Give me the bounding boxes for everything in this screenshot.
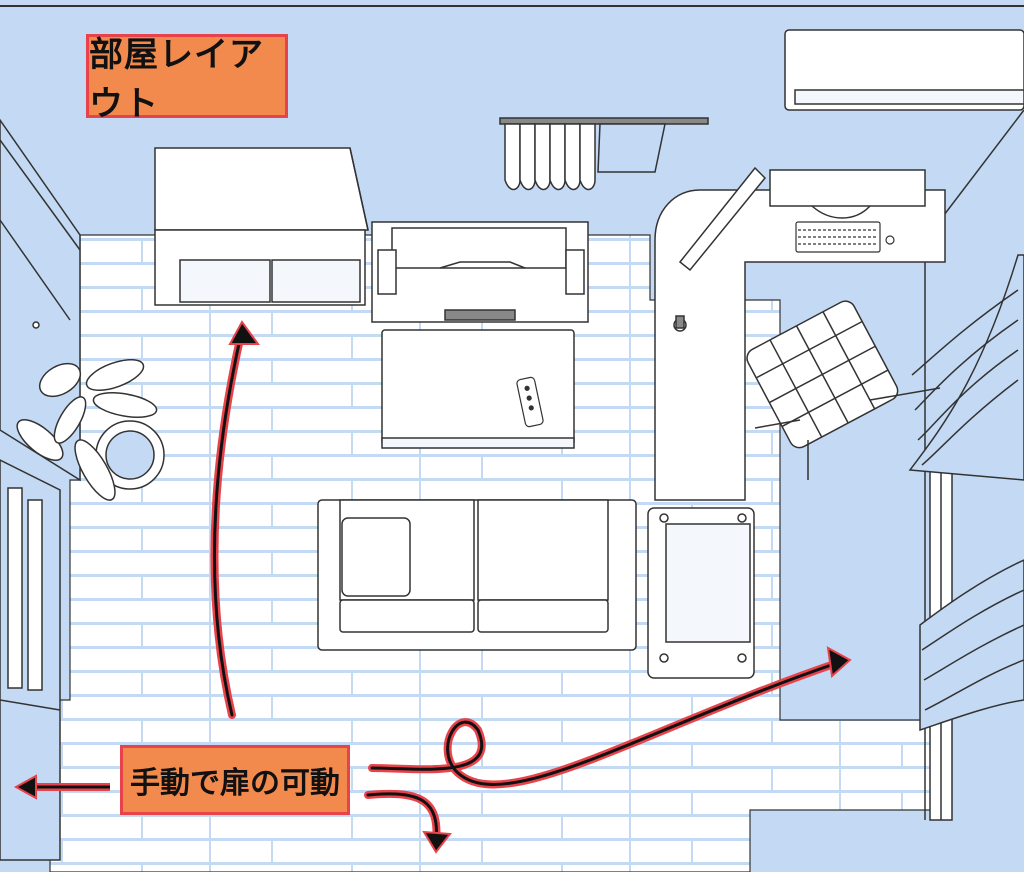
tv-stand [371,221,589,323]
air-conditioner [784,29,1024,111]
coffee-table [381,329,575,449]
cabinet [154,147,369,306]
plant [16,359,165,501]
title-label: 部屋レイアウト [86,34,288,124]
door [0,459,61,861]
door-label: 手動で扉の可動 [120,745,350,815]
walk-arrow-up [210,320,260,719]
remote [516,376,544,428]
keyboard [795,221,895,253]
side-table [647,507,755,679]
chair [746,300,941,480]
walk-arrow-down [364,789,452,854]
curtain-rail [499,117,709,191]
right-curtain [908,254,1024,732]
title-text: 部屋レイアウト [89,35,264,124]
walk-arrow-right-loop [368,646,852,789]
cushion [341,517,411,597]
door-arrow-left [13,774,110,800]
monitor [678,166,926,272]
l-desk [654,189,946,501]
door-label-text: 手動で扉の可動 [130,766,340,801]
